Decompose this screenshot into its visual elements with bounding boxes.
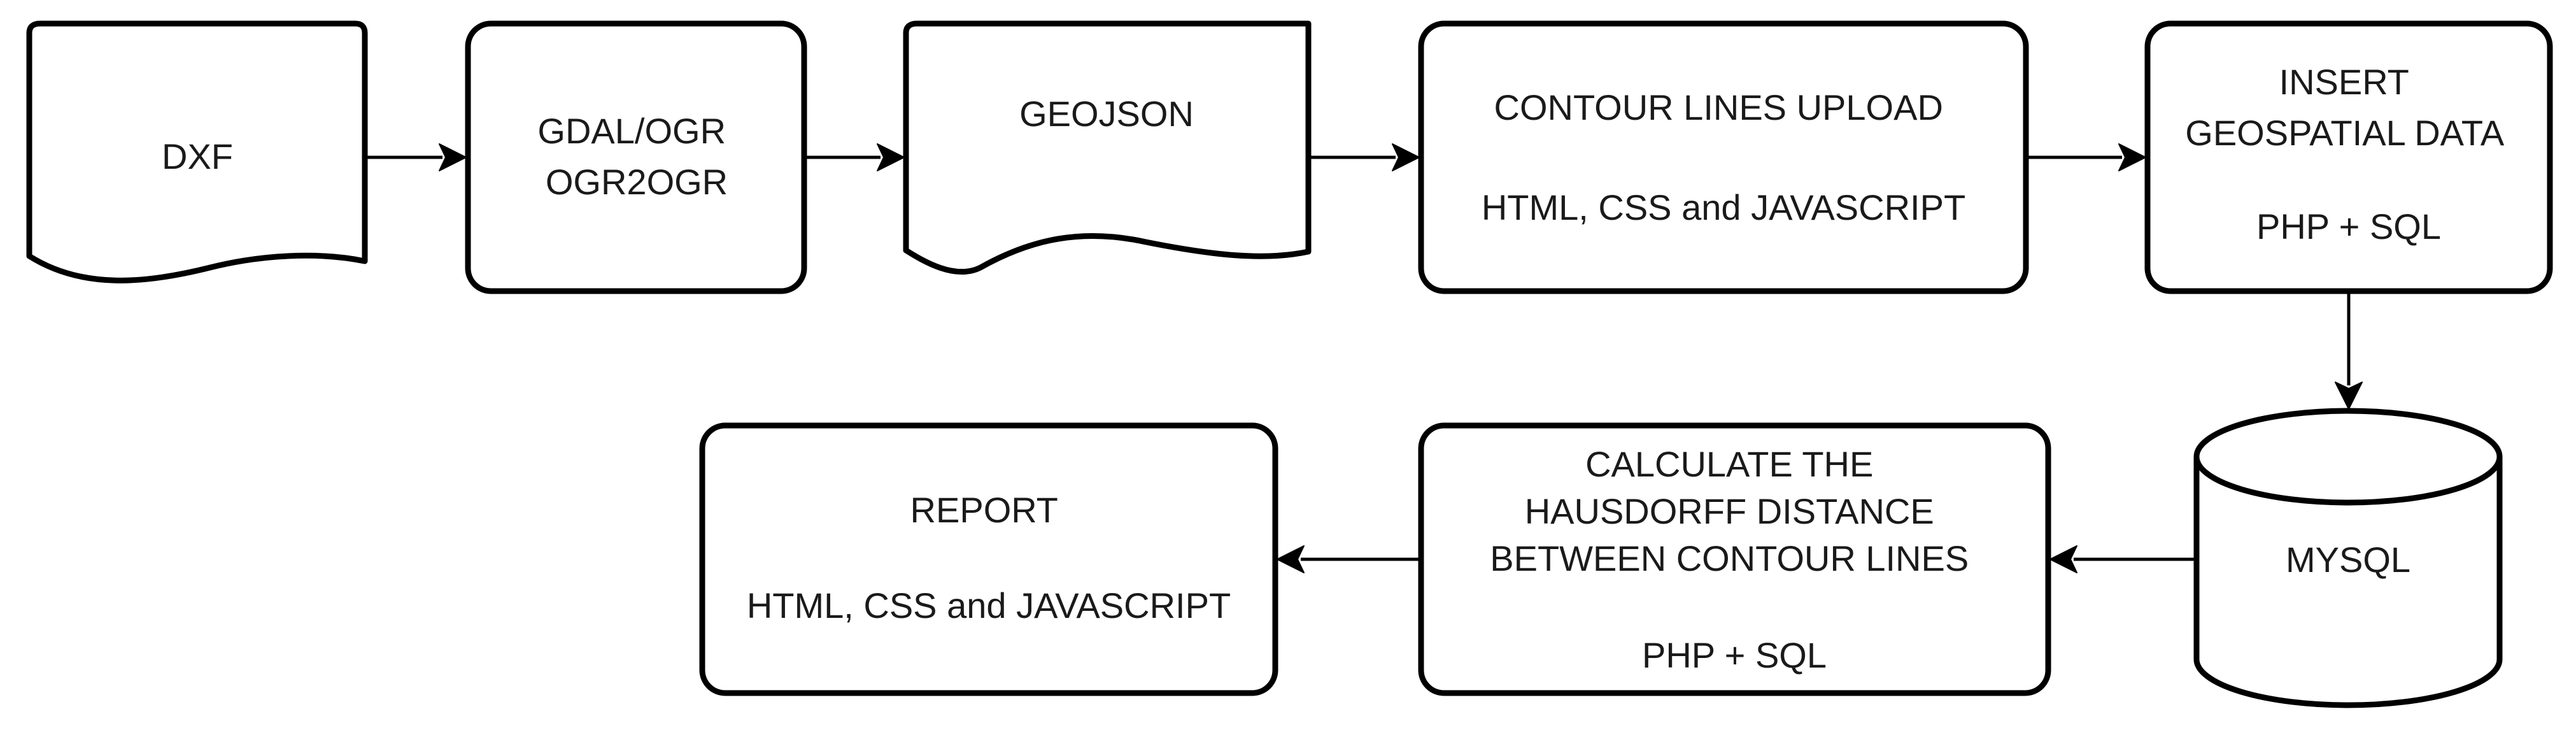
gdal-label-line: OGR2OGR [546, 162, 728, 202]
hausdorff-label: CALCULATE THE HAUSDORFF DISTANCE BETWEEN… [1490, 444, 1979, 675]
gdal-box [465, 20, 807, 294]
arrowhead [2049, 545, 2077, 573]
arrowhead [1392, 143, 1420, 171]
report-label-line: REPORT [910, 490, 1058, 530]
insert-label: INSERT GEOSPATIAL DATA PHP + SQL [2185, 62, 2512, 247]
report-label: REPORT HTML, CSS and JAVASCRIPT [747, 490, 1231, 626]
gdal-label-line: GDAL/OGR [537, 111, 726, 151]
edge-dxf-to-gdal [365, 143, 467, 171]
node-gdal: GDAL/OGR OGR2OGR [465, 20, 807, 294]
hausdorff-label-line: CALCULATE THE [1585, 444, 1873, 484]
dxf-label-line: DXF [162, 136, 233, 176]
edge-mysql-to-hausdorff [2049, 545, 2197, 573]
arrowhead [2335, 382, 2363, 410]
gdal-label: GDAL/OGR OGR2OGR [537, 111, 735, 202]
node-upload: CONTOUR LINES UPLOAD HTML, CSS and JAVAS… [1418, 20, 2029, 294]
upload-label-line: CONTOUR LINES UPLOAD [1494, 87, 1943, 127]
node-mysql: MYSQL [2193, 408, 2503, 708]
arrowhead [2118, 143, 2146, 171]
node-insert: INSERT GEOSPATIAL DATA PHP + SQL [2144, 20, 2553, 294]
arrowhead [439, 143, 467, 171]
mysql-cylinder-rim [2193, 456, 2503, 506]
geojson-label-line: GEOJSON [1019, 94, 1194, 134]
geojson-label: GEOJSON [1019, 94, 1194, 134]
node-hausdorff: CALCULATE THE HAUSDORFF DISTANCE BETWEEN… [1418, 422, 2051, 696]
edge-upload-to-insert [2026, 143, 2146, 171]
edge-hausdorff-to-report [1277, 545, 1421, 573]
node-report: REPORT HTML, CSS and JAVASCRIPT [699, 422, 1278, 696]
hausdorff-label-line: HAUSDORFF DISTANCE [1525, 491, 1934, 531]
edge-gdal-to-geojson [804, 143, 905, 171]
upload-label-line: HTML, CSS and JAVASCRIPT [1482, 187, 1965, 227]
mysql-cylinder-body [2193, 408, 2503, 708]
mysql-label: MYSQL [2286, 540, 2410, 580]
geojson-document-shape [903, 20, 1312, 275]
dxf-label: DXF [162, 136, 233, 176]
upload-box [1418, 20, 2029, 294]
report-label-line: HTML, CSS and JAVASCRIPT [747, 585, 1231, 626]
insert-label-line: PHP + SQL [2256, 206, 2441, 247]
edge-geojson-to-upload [1308, 143, 1420, 171]
mysql-label-line: MYSQL [2286, 540, 2410, 580]
insert-label-line: GEOSPATIAL DATA [2185, 113, 2505, 153]
arrowhead [877, 143, 905, 171]
node-dxf: DXF [26, 20, 368, 283]
hausdorff-label-line: BETWEEN CONTOUR LINES [1490, 538, 1969, 578]
arrowhead [1277, 545, 1305, 573]
upload-label: CONTOUR LINES UPLOAD HTML, CSS and JAVAS… [1482, 87, 1965, 227]
report-box [699, 422, 1278, 696]
insert-label-line: INSERT [2279, 62, 2409, 102]
dxf-document-shape [26, 20, 368, 283]
edge-insert-to-mysql [2335, 291, 2363, 410]
node-geojson: GEOJSON [903, 20, 1312, 275]
hausdorff-label-line: PHP + SQL [1642, 635, 1827, 675]
